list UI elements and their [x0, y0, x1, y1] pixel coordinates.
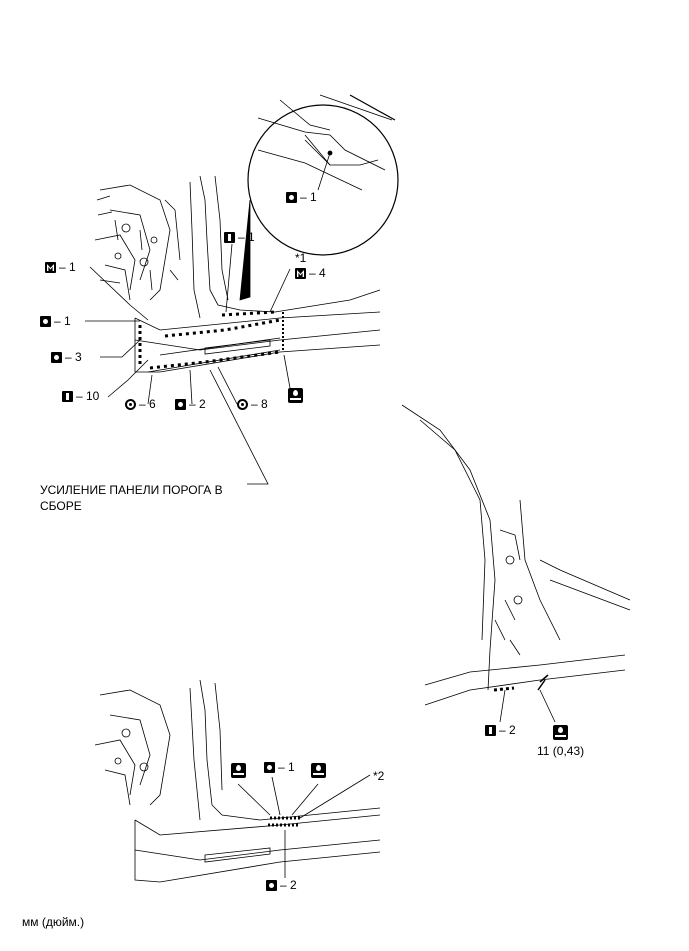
- bottom-body-drawing: [94, 679, 381, 883]
- callout-m1: – 1: [59, 260, 76, 274]
- spot-weld-o-icon: [266, 880, 277, 891]
- sealer-icon: [311, 763, 326, 778]
- callout-o3: – 3: [65, 350, 82, 364]
- spot-weld-o-icon: [286, 192, 297, 203]
- part-name-line1: УСИЛЕНИЕ ПАНЕЛИ ПОРОГА В: [40, 483, 223, 497]
- sealer-icon: [231, 763, 246, 778]
- callout-i10: – 10: [76, 389, 100, 403]
- part-name: УСИЛЕНИЕ ПАНЕЛИ ПОРОГА В СБОРЕ: [40, 482, 223, 514]
- m-weld-icon: [295, 268, 306, 279]
- sealer-icon: [288, 388, 303, 403]
- callout-mag-o1: – 1: [300, 190, 317, 204]
- i-weld-icon: [485, 725, 496, 736]
- callout-o2-bottom: – 2: [280, 878, 297, 892]
- spot-weld-o-icon: [51, 352, 62, 363]
- ring-weld-icon: [237, 399, 248, 410]
- ring-weld-icon: [125, 399, 136, 410]
- dimension-label: 11 (0,43): [537, 744, 585, 758]
- m-weld-icon: [45, 262, 56, 273]
- callout-m4: – 4: [309, 266, 326, 280]
- callout-o1-bottom: – 1: [278, 760, 295, 774]
- callout-i2: – 2: [499, 723, 516, 737]
- top-body-drawing: [85, 94, 399, 485]
- units-note: мм (дюйм.): [22, 915, 85, 929]
- callout-star1: *1: [295, 251, 307, 265]
- callout-i1: – 1: [238, 230, 255, 244]
- spot-weld-o-icon: [175, 399, 186, 410]
- right-pillar-drawing: [401, 404, 631, 723]
- sealer-icon: [553, 725, 568, 740]
- callout-ring6: – 6: [139, 397, 156, 411]
- spot-weld-o-icon: [264, 762, 275, 773]
- i-weld-icon: [224, 232, 235, 243]
- spot-weld-o-icon: [40, 316, 51, 327]
- part-name-line2: СБОРЕ: [40, 499, 82, 513]
- callout-star2: *2: [373, 769, 385, 783]
- callout-o1: – 1: [54, 314, 71, 328]
- callout-o2: – 2: [189, 397, 206, 411]
- callout-ring8: – 8: [251, 397, 268, 411]
- i-weld-icon: [62, 391, 73, 402]
